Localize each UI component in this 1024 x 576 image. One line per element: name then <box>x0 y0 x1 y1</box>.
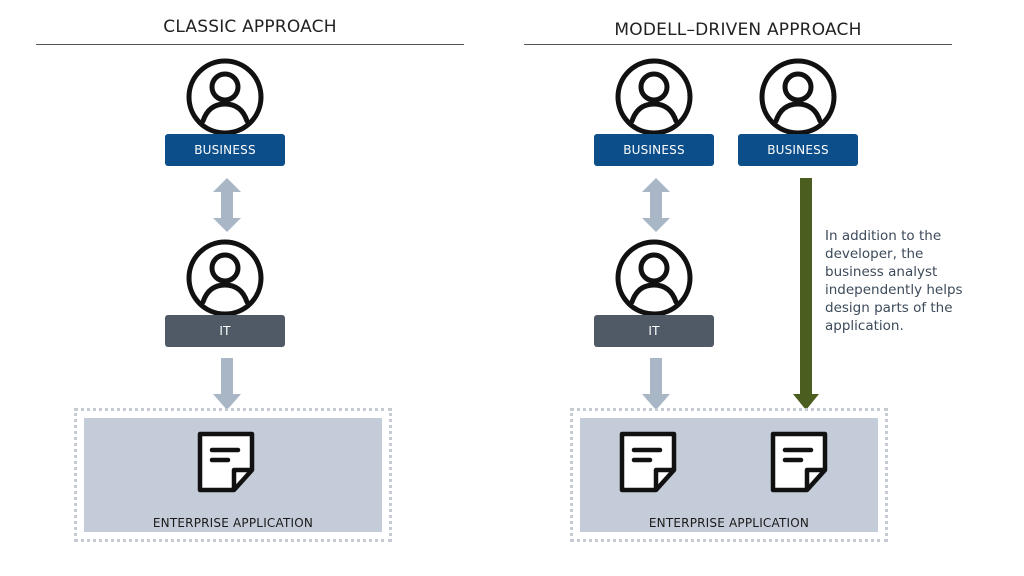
down-arrow-icon <box>642 358 670 410</box>
classic-title: CLASSIC APPROACH <box>163 17 337 37</box>
model-business-box-left: BUSINESS <box>594 134 714 166</box>
model-business-box-right: BUSINESS <box>738 134 858 166</box>
note-line: business analyst <box>825 264 938 280</box>
model-it-label: IT <box>648 324 660 338</box>
classic-app-frame <box>74 408 392 542</box>
business-analyst-person-icon <box>758 57 838 137</box>
classic-business-box: BUSINESS <box>165 134 285 166</box>
classic-it-box: IT <box>165 315 285 347</box>
classic-app-label: ENTERPRISE APPLICATION <box>152 516 314 530</box>
double-arrow-icon <box>642 178 670 232</box>
model-it-box: IT <box>594 315 714 347</box>
model-business-label-right: BUSINESS <box>767 143 829 157</box>
note-line: independently helps <box>825 282 963 298</box>
business-person-icon <box>185 57 265 137</box>
green-down-arrow-icon <box>793 178 819 410</box>
document-note-icon <box>190 426 262 498</box>
it-person-icon <box>614 238 694 318</box>
note-line: design parts of the <box>825 300 953 316</box>
business-person-icon <box>614 57 694 137</box>
it-person-icon <box>185 238 265 318</box>
document-note-icon <box>612 426 684 498</box>
classic-business-label: BUSINESS <box>194 143 256 157</box>
document-note-icon <box>763 426 835 498</box>
analyst-note: In addition to the developer, the busine… <box>825 227 985 335</box>
note-line: In addition to the <box>825 228 942 244</box>
double-arrow-icon <box>213 178 241 232</box>
model-app-frame <box>570 408 888 542</box>
model-driven-title: MODELL–DRIVEN APPROACH <box>614 20 862 40</box>
model-business-label-left: BUSINESS <box>623 143 685 157</box>
classic-it-label: IT <box>219 324 231 338</box>
classic-title-rule <box>36 44 464 45</box>
note-line: application. <box>825 318 904 334</box>
note-line: developer, the <box>825 246 924 262</box>
model-app-label: ENTERPRISE APPLICATION <box>648 516 810 530</box>
down-arrow-icon <box>213 358 241 410</box>
model-driven-title-rule <box>524 44 952 45</box>
